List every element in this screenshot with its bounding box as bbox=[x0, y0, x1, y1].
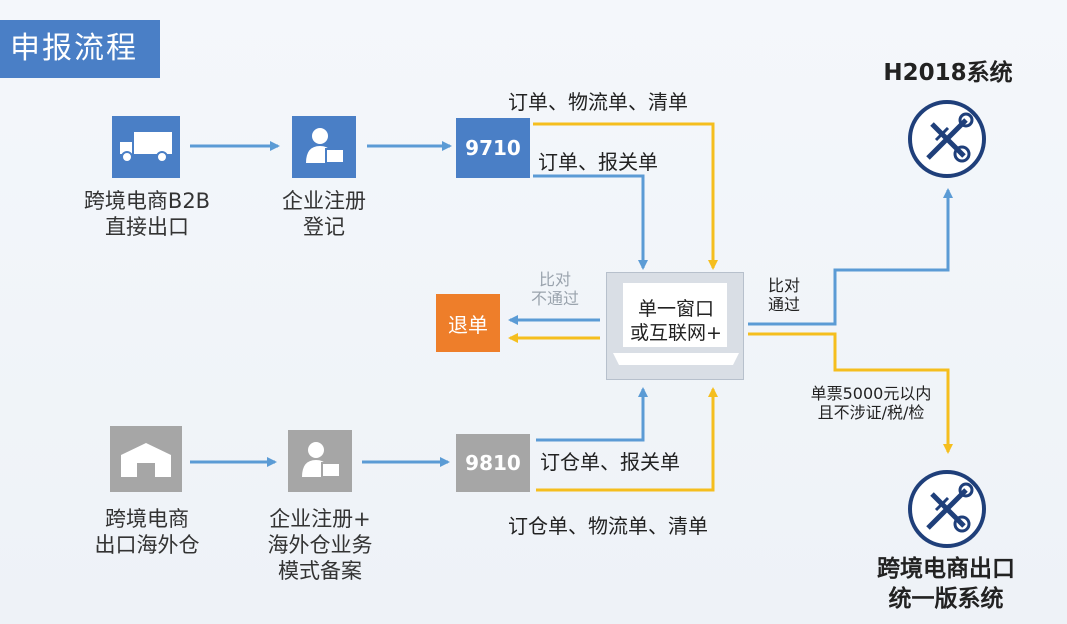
arrow-9810-blue bbox=[536, 387, 648, 442]
arrow-pass-to-h2018 bbox=[748, 188, 953, 326]
top-source-label: 跨境电商B2B 直接出口 bbox=[83, 189, 211, 239]
arrow-9710-yellow bbox=[533, 122, 718, 270]
user-computer-icon bbox=[306, 128, 345, 164]
user-computer-icon bbox=[302, 442, 341, 478]
top-register-label: 企业注册 登记 bbox=[282, 189, 366, 239]
top-blue-edge-label: 订单、报关单 bbox=[538, 150, 658, 174]
register-icon-box-bottom bbox=[288, 430, 352, 492]
customs-seal-icon bbox=[926, 482, 974, 533]
unified-system-title: 跨境电商出口 统一版系统 bbox=[877, 556, 1015, 612]
threshold-condition-label: 单票5000元以内 且不涉证/税/检 bbox=[810, 384, 932, 422]
page-title: 申报流程 bbox=[0, 20, 160, 78]
reject-condition-label: 比对 不通过 bbox=[530, 270, 579, 308]
code-9710-box: 9710 bbox=[456, 118, 530, 178]
arrow-pass-to-unified bbox=[748, 332, 953, 454]
unified-seal bbox=[908, 470, 986, 548]
truck-icon bbox=[120, 132, 172, 163]
warehouse-icon-box bbox=[110, 426, 182, 492]
warehouse-icon bbox=[121, 443, 171, 477]
bottom-yellow-edge-label: 订仓单、物流单、清单 bbox=[508, 514, 708, 538]
single-window-label: 单一窗口 或互联网+ bbox=[630, 298, 722, 344]
h2018-title: H2018系统 bbox=[883, 60, 1013, 86]
arrow-9810-yellow bbox=[536, 387, 718, 492]
bottom-register-label: 企业注册+ 海外仓业务 模式备案 bbox=[267, 507, 373, 583]
single-window-box: 单一窗口 或互联网+ bbox=[606, 272, 744, 380]
top-yellow-edge-label: 订单、物流单、清单 bbox=[508, 90, 688, 114]
reject-box: 退单 bbox=[436, 294, 500, 352]
arrow-9710-blue bbox=[533, 174, 648, 270]
customs-seal-icon bbox=[926, 112, 974, 163]
h2018-seal bbox=[908, 100, 986, 178]
truck-icon-box bbox=[112, 116, 180, 178]
register-icon-box-top bbox=[292, 116, 356, 178]
bottom-source-label: 跨境电商 出口海外仓 bbox=[94, 507, 200, 557]
pass-condition-label: 比对 通过 bbox=[768, 276, 801, 314]
code-9810-box: 9810 bbox=[456, 434, 530, 492]
laptop-icon bbox=[613, 283, 739, 365]
bottom-blue-edge-label: 订仓单、报关单 bbox=[540, 450, 680, 474]
